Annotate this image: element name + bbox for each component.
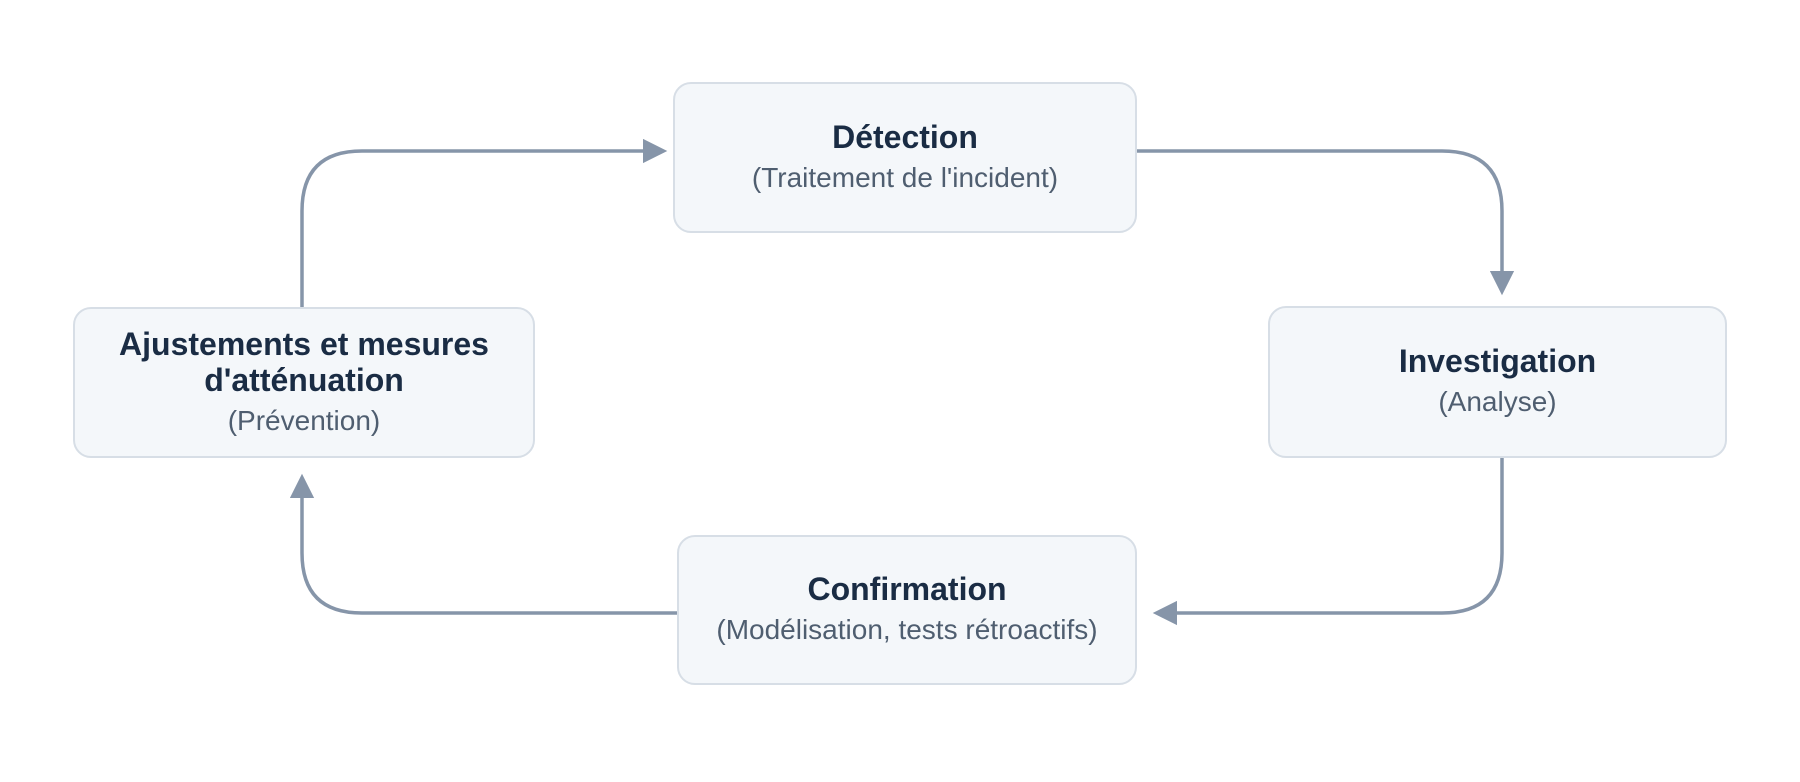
node-subtitle: (Traitement de l'incident) xyxy=(751,161,1059,193)
edge-detection-to-investigation xyxy=(1137,149,1515,296)
edge-investigation-to-confirmation xyxy=(1152,458,1504,626)
node-subtitle: (Modélisation, tests rétroactifs) xyxy=(716,614,1098,646)
edge-ajustements-to-detection xyxy=(300,138,668,307)
node-subtitle: (Analyse) xyxy=(1438,386,1557,418)
node-title: Confirmation xyxy=(807,571,1007,608)
node-subtitle: (Prévention) xyxy=(227,405,381,437)
node-title: Investigation xyxy=(1398,343,1597,380)
node-confirmation: Confirmation (Modélisation, tests rétroa… xyxy=(677,535,1137,685)
node-ajustements: Ajustements et mesures d'atténuation (Pr… xyxy=(73,307,535,458)
node-detection: Détection (Traitement de l'incident) xyxy=(673,82,1137,233)
node-title: Ajustements et mesures d'atténuation xyxy=(119,325,489,399)
edge-confirmation-to-ajustements xyxy=(289,473,677,615)
node-title: Détection xyxy=(832,118,978,155)
node-investigation: Investigation (Analyse) xyxy=(1268,306,1727,458)
